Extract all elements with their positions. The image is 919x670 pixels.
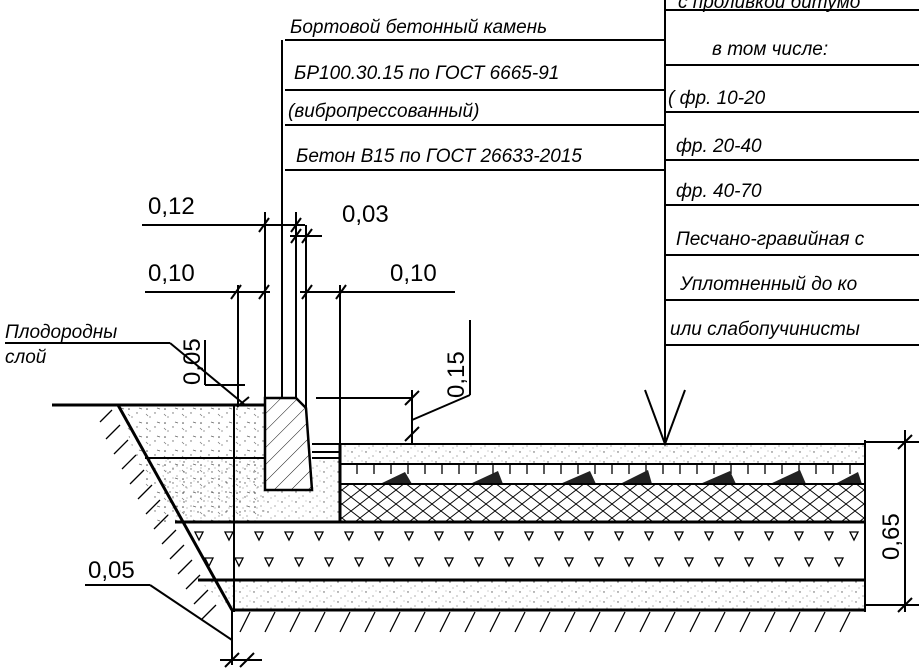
ground-hatch [239, 611, 851, 633]
dim-065: 0,65 [878, 513, 905, 560]
layers-label-line2: ( фр. 10-20 [668, 88, 766, 109]
sand-gravel-triangles [193, 531, 860, 568]
subgrade-sand-layer [198, 580, 865, 610]
layers-label-line4: фр. 40-70 [676, 181, 762, 202]
soil-label-line2: слой [5, 347, 47, 368]
curb-stone [263, 396, 314, 492]
dim-005-bottom: 0,05 [88, 557, 135, 584]
layer-lines [52, 403, 866, 612]
dim-005-top: 0,05 [179, 338, 206, 385]
layers-label-line7: или слабопучинисты [670, 319, 860, 340]
layers-label-line6: Уплотненный до ко [679, 274, 857, 295]
layers-callout: с проливкой битумо в том числе: ( фр. 10… [644, 0, 919, 447]
excavation-slope-hatch [99, 409, 217, 620]
curb-label-line4: Бетон В15 по ГОСТ 26633-2015 [296, 146, 582, 167]
dim-015: 0,15 [443, 351, 470, 398]
asphalt-layer [340, 444, 865, 464]
sand-gravel-layer [175, 522, 865, 580]
curb-callout: Бортовой бетонный камень БР100.30.15 по … [281, 0, 666, 398]
dim-012: 0,12 [148, 193, 195, 220]
curb-label-line2: БР100.30.15 по ГОСТ 6665-91 [294, 63, 559, 84]
dimension-lines [85, 212, 919, 668]
layer-20-40-ticks [356, 464, 851, 474]
dim-010-right: 0,10 [390, 260, 437, 287]
layers-label-line3: фр. 20-40 [676, 136, 762, 157]
curb-base-sand-fill [158, 458, 340, 522]
dim-010-left: 0,10 [148, 260, 195, 287]
dimension-labels: 0,12 0,03 0,10 0,10 0,05 0,15 0,65 0,05 [88, 193, 905, 584]
curb-label-line1: Бортовой бетонный камень [290, 17, 547, 38]
layers-label-line0: с проливкой битумо [678, 0, 860, 13]
soil-label-line1: Плодородны [5, 322, 117, 343]
layer-20-40-triangles [380, 470, 862, 484]
dim-003: 0,03 [342, 201, 389, 228]
crushed-stone-layer-40-70 [340, 484, 865, 522]
crushed-stone-layer-20-40 [340, 464, 865, 484]
layers-label-line1: в том числе: [712, 39, 828, 60]
layers-label-line5: Песчано-гравийная с [676, 229, 865, 250]
soil-callout: Плодородны слой [5, 322, 246, 406]
curb-label-line3: (вибропрессованный) [288, 101, 479, 122]
